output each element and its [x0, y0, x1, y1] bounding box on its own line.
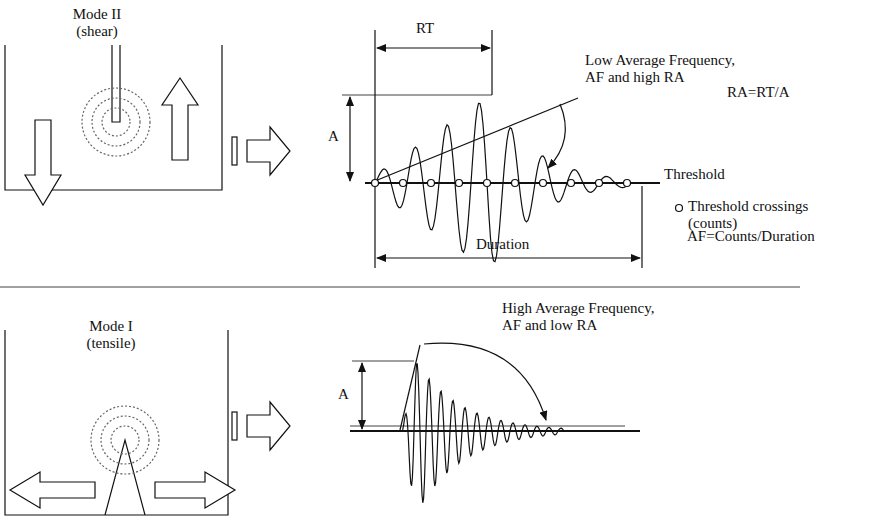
- sensor: [232, 412, 237, 440]
- mode-title: Mode I (tensile): [66, 318, 156, 352]
- amplitude-arrow: [349, 97, 350, 181]
- shear-arrow-down: [25, 120, 61, 205]
- shear-arrow-up: [162, 78, 198, 160]
- waveform: [402, 363, 564, 503]
- crossing-dot: [372, 180, 379, 187]
- dimension-label: Duration: [476, 236, 556, 253]
- tick: [641, 186, 642, 268]
- rise-line: [400, 345, 420, 430]
- curved-arrow: [548, 104, 565, 168]
- crack-notch: [105, 440, 145, 515]
- annotation: High Average Frequency, AF and low RA: [502, 300, 662, 334]
- crossing-dot: [428, 180, 435, 187]
- threshold-crossings: [372, 180, 631, 187]
- crack-slot: [112, 45, 120, 122]
- threshold-line: [350, 426, 625, 427]
- crossing-symbol: [676, 205, 683, 212]
- crossing-dot: [568, 180, 575, 187]
- peak-line: [342, 95, 492, 96]
- tick: [374, 30, 375, 268]
- wave-arcs: [91, 406, 159, 474]
- dimension-label: A: [328, 128, 346, 145]
- separator: [0, 287, 800, 288]
- sensor: [232, 137, 237, 165]
- duration-arrow: [377, 257, 640, 258]
- amplitude-arrow: [361, 363, 362, 429]
- crossing-dot: [540, 180, 547, 187]
- crossing-dot: [596, 180, 603, 187]
- waveform: [375, 103, 632, 261]
- tick: [491, 30, 492, 95]
- crossing-dot: [456, 180, 463, 187]
- formula: RA=RT/A: [727, 84, 827, 101]
- tensile-arrow-left: [10, 472, 95, 508]
- crossing-dot: [484, 180, 491, 187]
- dimension-label: RT: [416, 20, 456, 37]
- rt-arrow: [377, 47, 490, 48]
- crossing-dot: [400, 180, 407, 187]
- signal-arrow: [247, 402, 290, 450]
- crossing-dot: [624, 180, 631, 187]
- baseline: [350, 430, 640, 432]
- legend-note: Threshold crossings (counts): [688, 198, 828, 232]
- threshold-label: Threshold: [664, 166, 754, 183]
- peak-line: [352, 361, 414, 362]
- signal-arrow: [247, 127, 290, 175]
- dimension-label: A: [338, 386, 356, 403]
- crossing-dot: [512, 180, 519, 187]
- annotation: Low Average Frequency, AF and high RA: [585, 52, 735, 86]
- tensile-arrow-right: [155, 472, 235, 508]
- mode-title: Mode II (shear): [52, 6, 142, 40]
- wave-arcs: [82, 88, 150, 156]
- formula: AF=Counts/Duration: [687, 228, 877, 245]
